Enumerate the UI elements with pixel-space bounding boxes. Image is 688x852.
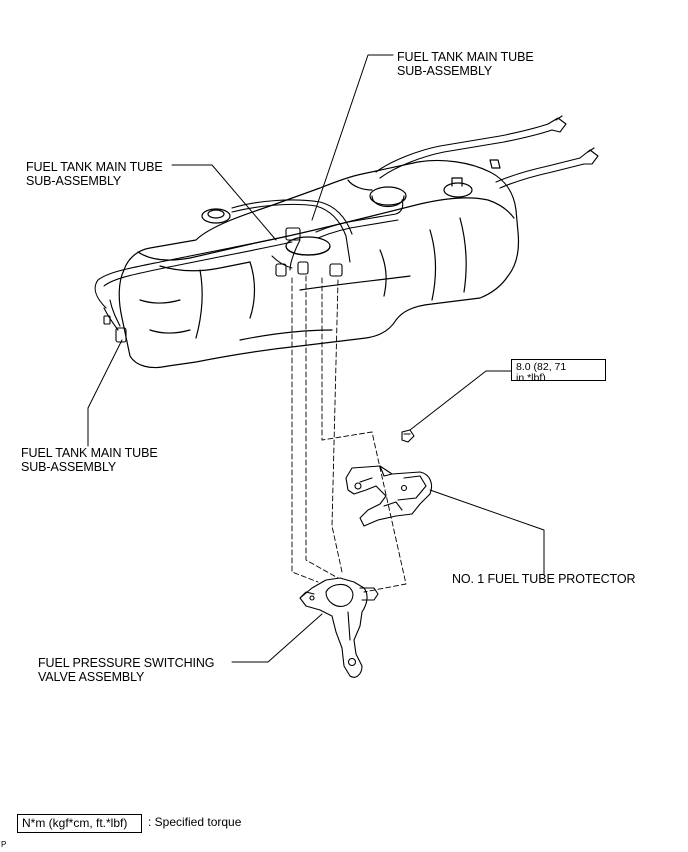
corner-mark: P [1, 840, 7, 849]
torque-legend-text: : Specified torque [148, 815, 242, 829]
fuel-pressure-switching-valve [299, 577, 379, 678]
protector-nut [401, 429, 415, 443]
label-fuel-tube-protector: NO. 1 FUEL TUBE PROTECTOR [452, 572, 636, 586]
torque-legend-unit: N*m (kgf*cm, ft.*lbf) [22, 816, 128, 830]
label-main-tube-left: FUEL TANK MAIN TUBE SUB-ASSEMBLY [26, 160, 163, 188]
torque-value: 8.0 (82, 71 in.*lbf) [516, 361, 567, 381]
label-switching-valve: FUEL PRESSURE SWITCHING VALVE ASSEMBLY [38, 656, 215, 684]
label-main-tube-top: FUEL TANK MAIN TUBE SUB-ASSEMBLY [397, 50, 534, 78]
torque-legend-box: N*m (kgf*cm, ft.*lbf) [17, 814, 142, 833]
fuel-tank [118, 159, 520, 369]
fuel-tube-protector [345, 465, 433, 527]
installation-guide-lines [291, 275, 407, 593]
torque-spec-box: 8.0 (82, 71 in.*lbf) [511, 359, 606, 381]
fuel-tubes [94, 115, 599, 343]
label-main-tube-bottom: FUEL TANK MAIN TUBE SUB-ASSEMBLY [21, 446, 158, 474]
leader-lines [87, 54, 545, 663]
